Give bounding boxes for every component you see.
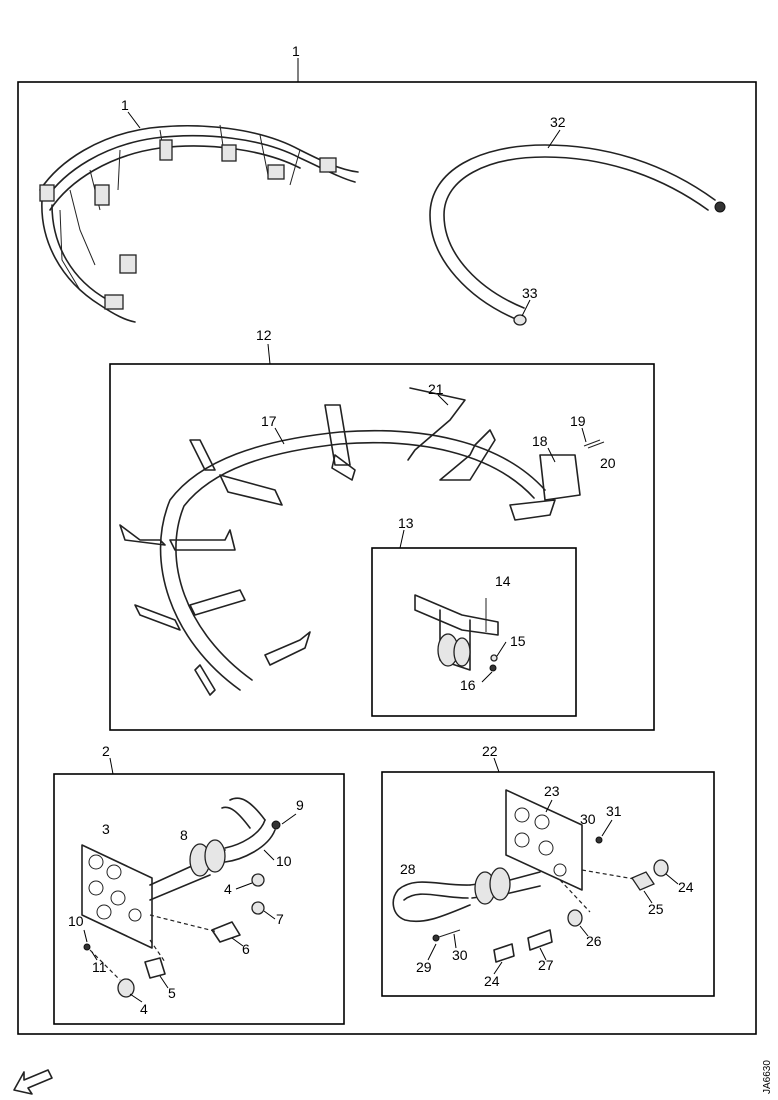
callout-24-right: 24 xyxy=(678,879,694,895)
callout-8: 8 xyxy=(180,827,188,843)
callout-22: 22 xyxy=(482,743,498,759)
hose xyxy=(429,144,726,326)
bracket-ring xyxy=(119,387,581,696)
callout-12: 12 xyxy=(256,327,272,343)
callout-18: 18 xyxy=(532,433,548,449)
callout-13: 13 xyxy=(398,515,414,531)
box-22 xyxy=(381,771,715,997)
callout-15: 15 xyxy=(510,633,526,649)
callout-24-left: 24 xyxy=(484,973,500,989)
callout-31: 31 xyxy=(606,803,622,819)
callout-4-left: 4 xyxy=(140,1001,148,1017)
callout-4-right: 4 xyxy=(224,881,232,897)
connector-plate-assembly-left xyxy=(81,797,281,998)
direction-arrow-icon xyxy=(13,1069,53,1095)
main-frame xyxy=(17,81,757,1035)
callout-25: 25 xyxy=(648,901,664,917)
callout-9: 9 xyxy=(296,797,304,813)
callout-2: 2 xyxy=(102,743,110,759)
callout-1-harness: 1 xyxy=(121,97,129,113)
callout-19: 19 xyxy=(570,413,586,429)
box-12 xyxy=(109,363,655,731)
callout-33: 33 xyxy=(522,285,538,301)
callout-6: 6 xyxy=(242,941,250,957)
box-13 xyxy=(371,547,577,717)
callout-21: 21 xyxy=(428,381,444,397)
callout-29: 29 xyxy=(416,959,432,975)
callout-23-top: 23 xyxy=(544,783,560,799)
wiring-harness xyxy=(39,124,359,323)
callout-5: 5 xyxy=(168,985,176,1001)
callout-27: 27 xyxy=(538,957,554,973)
callout-1: 1 xyxy=(292,43,300,59)
connector-plate-assembly-right xyxy=(392,789,669,963)
callout-14: 14 xyxy=(495,573,511,589)
callout-17: 17 xyxy=(261,413,277,429)
callout-7: 7 xyxy=(276,911,284,927)
callout-3: 3 xyxy=(102,821,110,837)
callout-16: 16 xyxy=(460,677,476,693)
callout-30-bottom: 30 xyxy=(452,947,468,963)
callout-30-top: 30 xyxy=(580,811,596,827)
box-2 xyxy=(53,773,345,1025)
callout-32: 32 xyxy=(550,114,566,130)
mount-bracket xyxy=(414,594,499,672)
callout-11: 11 xyxy=(92,959,107,975)
callout-28: 28 xyxy=(400,861,416,877)
callout-10-left: 10 xyxy=(68,913,84,929)
callout-26: 26 xyxy=(586,933,602,949)
callout-10-right: 10 xyxy=(276,853,292,869)
callout-20: 20 xyxy=(600,455,616,471)
reference-code: JA6630 xyxy=(762,1060,773,1094)
